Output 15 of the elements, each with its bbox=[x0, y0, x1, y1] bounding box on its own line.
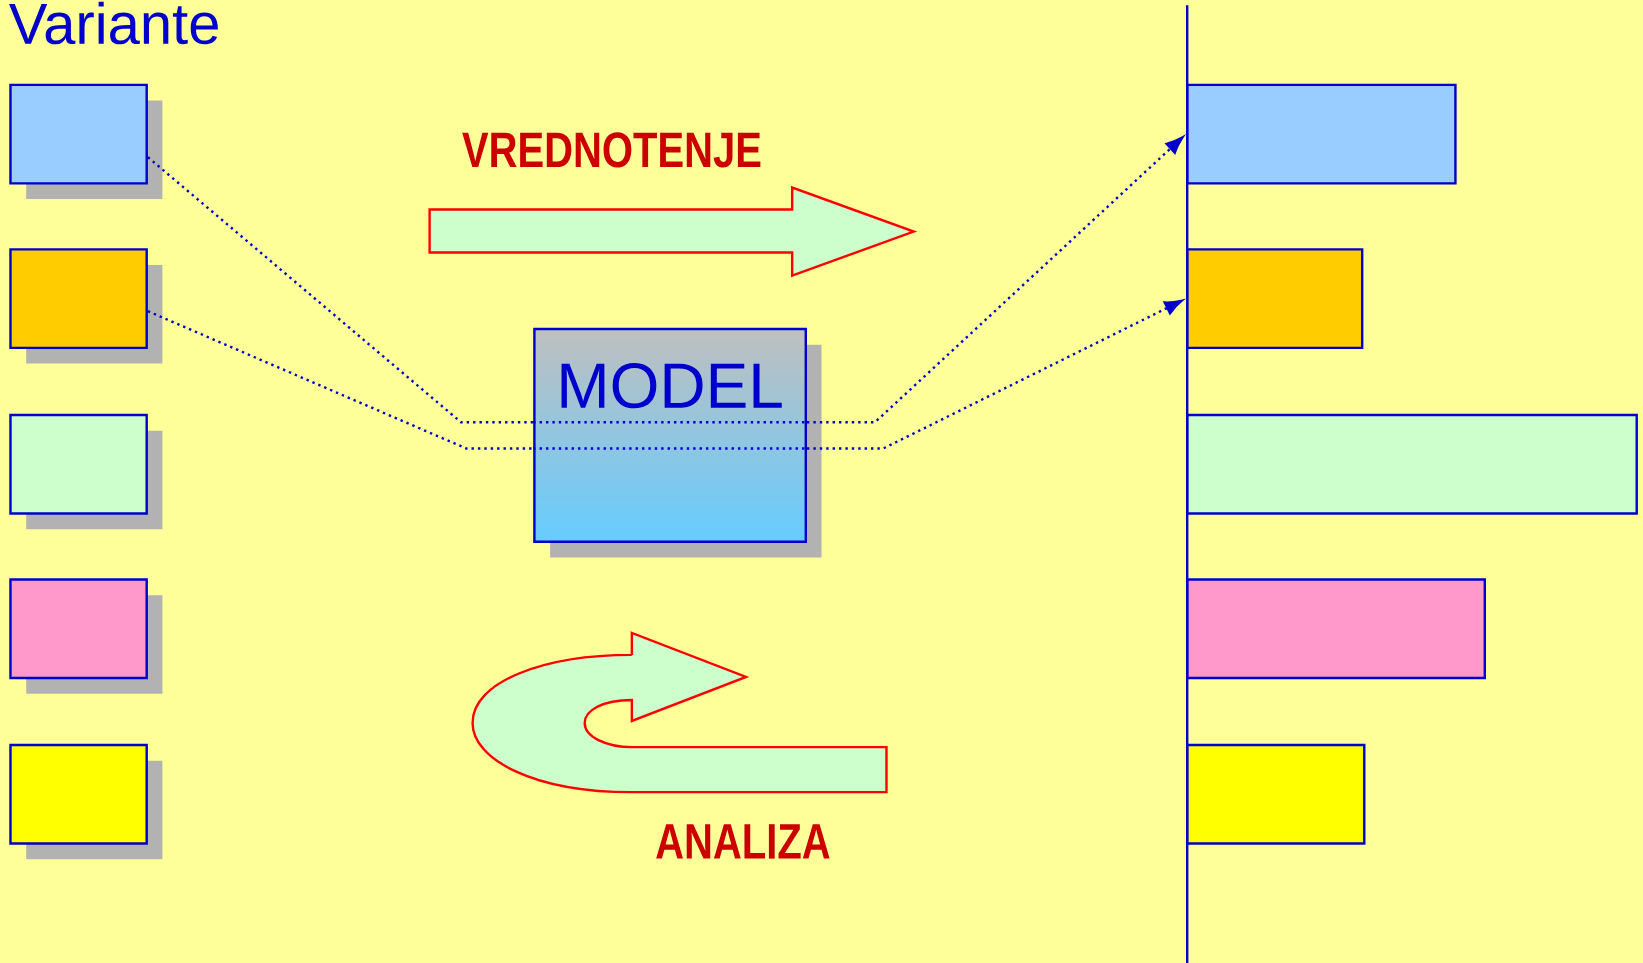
result-bar bbox=[1186, 248, 1364, 350]
variant-box bbox=[9, 578, 163, 694]
arrow-label: ANALIZA bbox=[656, 824, 830, 859]
arrow-label: VREDNOTENJE bbox=[462, 132, 761, 168]
result-bar bbox=[1186, 83, 1457, 185]
result-bar bbox=[1186, 413, 1638, 515]
variant-box bbox=[9, 743, 163, 860]
dotted-arrow bbox=[807, 299, 1183, 450]
variant-box bbox=[9, 413, 163, 530]
dotted-arrow bbox=[807, 136, 1184, 424]
result-bar bbox=[1186, 578, 1486, 680]
variant-box bbox=[9, 83, 163, 200]
variant-box bbox=[9, 248, 163, 364]
model-box: MODEL bbox=[532, 327, 822, 558]
result-bar bbox=[1186, 743, 1366, 845]
